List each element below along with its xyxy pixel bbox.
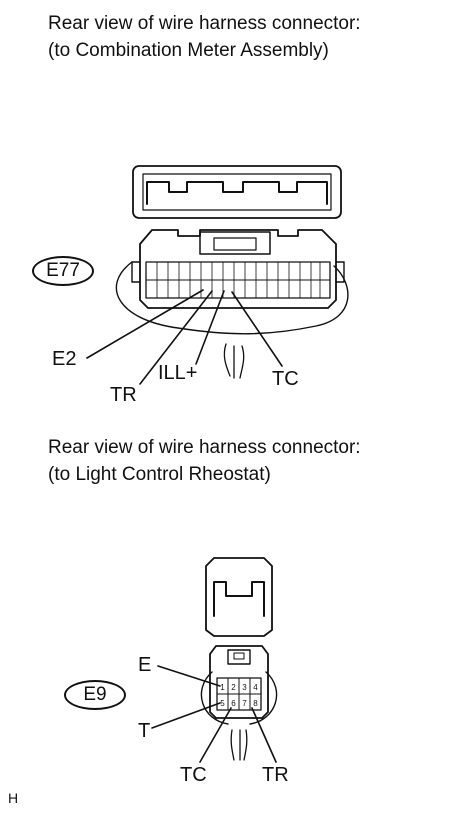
e9-leader-lines xyxy=(151,665,277,763)
e9-pin-4: 4 xyxy=(253,683,258,692)
e77-terminal-grid xyxy=(156,261,321,299)
figure-id: H xyxy=(8,790,19,806)
connector-id-e9: E9 xyxy=(64,680,126,710)
terminal-label-e2: E2 xyxy=(52,348,77,370)
terminal-label-tc-e9: TC xyxy=(180,764,207,786)
e9-pin-2: 2 xyxy=(231,683,236,692)
caption-combination-meter: Rear view of wire harness connector: (to… xyxy=(48,10,361,64)
caption-line-1: Rear view of wire harness connector: xyxy=(48,437,361,458)
terminal-label-tc: TC xyxy=(272,368,299,390)
e9-pin-1: 1 xyxy=(220,683,225,692)
terminal-label-tr-e9: TR xyxy=(262,764,289,786)
caption-line-2: (to Light Control Rheostat) xyxy=(48,464,271,485)
e77-mating-connector xyxy=(132,165,342,219)
terminal-label-e: E xyxy=(138,654,152,676)
terminal-label-ill-plus: ILL+ xyxy=(158,362,198,384)
terminal-label-tr: TR xyxy=(110,384,137,406)
e9-connector-body xyxy=(200,645,278,761)
e9-pin-7: 7 xyxy=(242,699,247,708)
terminal-label-t: T xyxy=(138,720,151,742)
e9-mating-connector xyxy=(205,557,273,637)
caption-line-2: (to Combination Meter Assembly) xyxy=(48,40,329,61)
caption-light-control-rheostat: Rear view of wire harness connector: (to… xyxy=(48,434,361,488)
connector-id-e77: E77 xyxy=(32,256,94,286)
e77-leader-lines xyxy=(86,289,283,385)
e9-pin-numbers: 1 2 3 4 5 6 7 8 xyxy=(220,683,258,708)
caption-line-1: Rear view of wire harness connector: xyxy=(48,13,361,34)
e9-pin-8: 8 xyxy=(253,699,258,708)
e9-pin-6: 6 xyxy=(231,699,236,708)
e9-pin-5: 5 xyxy=(220,699,225,708)
e9-pin-3: 3 xyxy=(242,683,247,692)
e77-connector-body xyxy=(115,229,349,379)
